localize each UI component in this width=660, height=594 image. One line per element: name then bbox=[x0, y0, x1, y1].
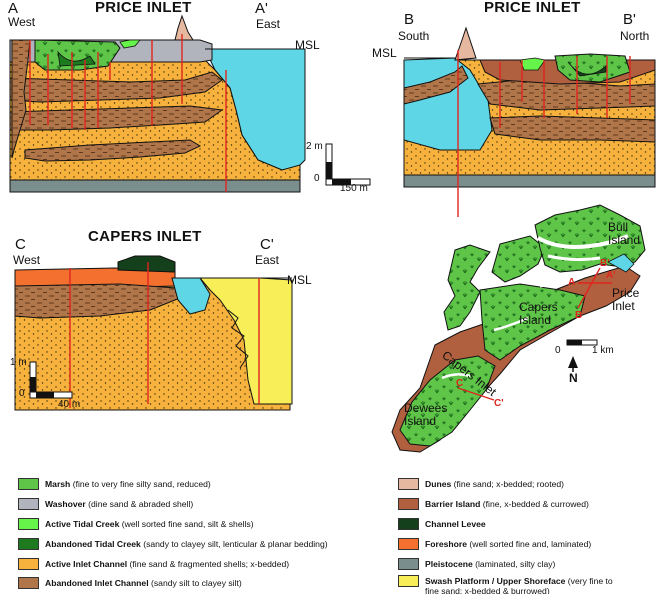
label-b-prime: B' bbox=[623, 11, 636, 28]
legend-name: Swash Platform / Upper Shoreface (very f… bbox=[425, 576, 613, 586]
label-a-east: East bbox=[256, 17, 281, 31]
legend-swatch bbox=[398, 558, 419, 570]
label-c-east: East bbox=[255, 253, 280, 267]
legend-swatch bbox=[398, 538, 419, 550]
scale-c-zero: 0 bbox=[19, 388, 25, 399]
legend-swatch bbox=[398, 518, 419, 530]
location-map bbox=[391, 204, 646, 453]
scale-a-zero: 0 bbox=[314, 173, 320, 184]
map-bull-island: Bull Island bbox=[608, 220, 641, 247]
legend-name: Foreshore (well sorted fine and, laminat… bbox=[425, 539, 592, 549]
label-c-prime: C' bbox=[260, 236, 274, 253]
map-line-b: B bbox=[575, 310, 583, 321]
scale-a-horizontal: 150 m bbox=[340, 183, 368, 194]
label-b-south: South bbox=[398, 29, 430, 43]
map-line-c-prime: C' bbox=[494, 398, 504, 409]
legend-swatch bbox=[18, 558, 39, 570]
label-c-west: West bbox=[13, 253, 41, 267]
scale-c-horizontal: 40 m bbox=[58, 399, 81, 410]
legend-name: Channel Levee bbox=[425, 519, 486, 529]
title-price-bb: PRICE INLET bbox=[484, 0, 581, 16]
legend-name: Pleistocene (laminated, silty clay) bbox=[425, 559, 556, 569]
label-c: C bbox=[15, 236, 26, 253]
section-a-a bbox=[9, 14, 306, 193]
scale-bar-c bbox=[29, 361, 73, 399]
map-line-a-prime: A' bbox=[606, 270, 616, 281]
legend-swatch bbox=[18, 577, 39, 589]
scale-c-vertical: 1 m bbox=[10, 357, 27, 368]
scale-a-vertical: 2 m bbox=[306, 141, 323, 152]
legend-name: Active Tidal Creek (well sorted fine san… bbox=[45, 519, 254, 529]
legend-swatch bbox=[398, 478, 419, 490]
scale-bar-a bbox=[325, 143, 371, 186]
legend-swatch bbox=[398, 575, 419, 587]
legend-swatch bbox=[18, 498, 39, 510]
label-msl-a: MSL bbox=[295, 38, 320, 52]
legend-name: Active Inlet Channel (fine sand & fragme… bbox=[45, 559, 290, 569]
legend-name: Barrier Island (fine, x-bedded & currowe… bbox=[425, 499, 589, 509]
title-capers-cc: CAPERS INLET bbox=[88, 228, 202, 245]
map-capers-island: Capers Island bbox=[519, 300, 558, 327]
legend-name: Marsh (fine to very fine silty sand, red… bbox=[45, 479, 211, 489]
map-scale-km: 1 km bbox=[592, 345, 614, 356]
legend-swatch bbox=[398, 498, 419, 510]
map-dewees-island: Dewees Island bbox=[404, 401, 448, 428]
label-msl-c: MSL bbox=[287, 273, 312, 287]
legend-name: Dunes (fine sand; x-bedded; rooted) bbox=[425, 479, 565, 489]
label-b-north: North bbox=[620, 29, 650, 43]
legend-desc-continued: fine sand; x-bedded & burrowed) bbox=[425, 586, 550, 594]
map-north-label: N bbox=[569, 371, 578, 385]
legend-name: Washover (dine sand & abraded shell) bbox=[45, 499, 194, 509]
map-line-a: A bbox=[568, 277, 576, 288]
legend-name: Abandoned Tidal Creek (sandy to clayey s… bbox=[45, 539, 328, 549]
map-price-inlet: Price Inlet bbox=[612, 286, 640, 313]
map-line-b-prime: B' bbox=[600, 258, 610, 269]
label-a-west: West bbox=[8, 15, 36, 29]
label-msl-b: MSL bbox=[372, 46, 397, 60]
legend-swatch bbox=[18, 518, 39, 530]
label-a-prime: A' bbox=[255, 0, 268, 17]
label-a: A bbox=[8, 0, 19, 17]
label-b: B bbox=[404, 11, 415, 28]
map-scale-zero: 0 bbox=[555, 345, 561, 356]
map-line-c: C bbox=[456, 378, 464, 389]
legend-swatch bbox=[18, 538, 39, 550]
legend-name: Abandoned Inlet Channel (sandy silt to c… bbox=[45, 578, 242, 588]
section-b-b bbox=[403, 26, 656, 217]
title-price-aa: PRICE INLET bbox=[95, 0, 192, 16]
legend-swatch bbox=[18, 478, 39, 490]
section-c-c bbox=[14, 255, 293, 411]
